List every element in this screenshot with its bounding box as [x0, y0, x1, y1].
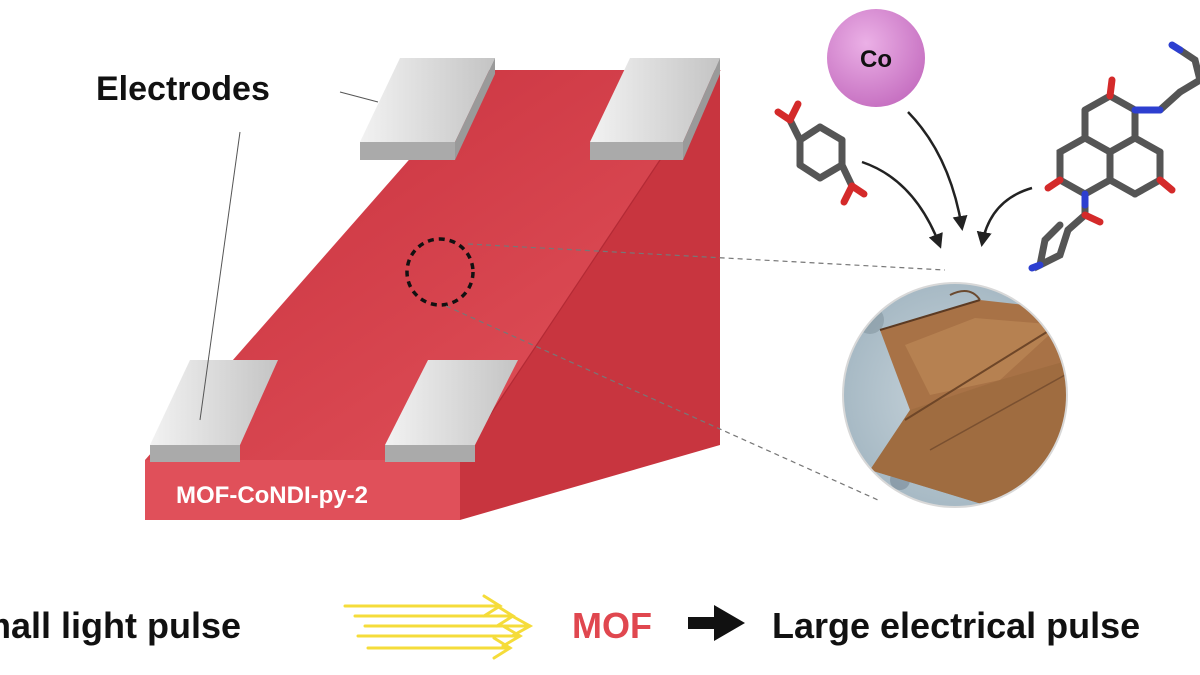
electrode-bottom-left — [150, 360, 278, 462]
mof-label: MOF — [572, 605, 652, 646]
electrodes-leader-line — [339, 91, 379, 103]
electrode-bottom-right — [385, 360, 518, 462]
assembly-arrows — [861, 111, 1033, 249]
device-front-face — [145, 460, 460, 520]
right-arrow-icon — [688, 605, 745, 641]
zoom-region-circle — [405, 237, 475, 307]
arrow-from-ndi-ligand — [976, 186, 1033, 247]
cobalt-label: Co — [860, 46, 892, 73]
output-electrical-pulse-label: Large electrical pulse — [772, 605, 1140, 646]
electrode-top-right — [590, 58, 720, 160]
electrodes-leader-line — [199, 131, 241, 421]
arrow-from-linker — [861, 160, 943, 249]
mof-device — [145, 69, 721, 520]
electrodes — [150, 58, 720, 462]
input-light-pulse-label: Small light pulse — [0, 605, 241, 646]
dicarboxylate-linker-molecule — [774, 100, 868, 206]
device-name-label: MOF-CoNDI-py-2 — [176, 482, 368, 509]
device-top-face — [145, 70, 720, 460]
ndi-pyridyl-ligand-molecule — [1028, 41, 1200, 272]
light-pulse-arrows — [343, 594, 534, 660]
arrow-from-cobalt — [907, 111, 968, 231]
zoom-line-lower — [445, 305, 879, 501]
crystal-micrograph — [842, 282, 1068, 508]
electrodes-label: Electrodes — [96, 70, 270, 108]
cobalt-sphere — [827, 9, 925, 107]
zoom-line-upper — [467, 243, 946, 271]
electrode-top-left — [360, 58, 495, 160]
cobalt-node: Co — [827, 9, 925, 107]
device-side-face — [460, 70, 720, 520]
